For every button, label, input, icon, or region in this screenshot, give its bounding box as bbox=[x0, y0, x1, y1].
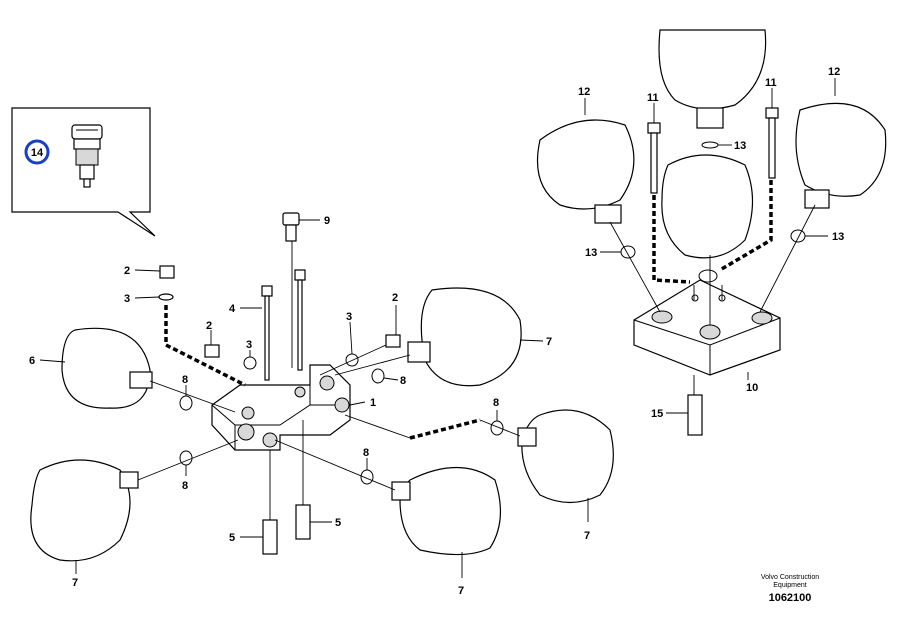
o-ring-part-13-top[interactable] bbox=[701, 141, 719, 149]
pin-part-5-left[interactable] bbox=[262, 450, 278, 555]
long-bolt-part-4[interactable] bbox=[261, 285, 273, 381]
callout-15: 15 bbox=[651, 408, 663, 420]
accumulator-part-7-left[interactable] bbox=[30, 459, 139, 562]
callout-7-c: 7 bbox=[458, 585, 464, 597]
bolt-part-11-right[interactable] bbox=[765, 107, 779, 179]
accumulator-top[interactable] bbox=[658, 29, 767, 129]
callout-2-a: 2 bbox=[124, 265, 130, 277]
o-ring-part-13-right[interactable] bbox=[790, 229, 806, 243]
brand-line-2: Equipment bbox=[773, 582, 807, 589]
plug-part-2-right[interactable] bbox=[385, 334, 401, 348]
callout-3-b: 3 bbox=[246, 339, 252, 351]
dashed-routing-line bbox=[164, 305, 246, 387]
callout-12-a: 12 bbox=[578, 86, 590, 98]
dashed-routing-line-2 bbox=[409, 418, 481, 440]
inset-callout-box: 14 bbox=[11, 107, 156, 237]
accumulator-part-7-bottom[interactable] bbox=[391, 466, 502, 556]
pressure-sensor-part-14[interactable] bbox=[71, 124, 103, 188]
callout-7-a: 7 bbox=[546, 336, 552, 348]
manifold-block-part-10[interactable] bbox=[633, 279, 781, 376]
accumulator-center[interactable] bbox=[661, 154, 754, 259]
callout-1: 1 bbox=[370, 397, 376, 409]
callout-8-d: 8 bbox=[363, 447, 369, 459]
accumulator-part-7-top[interactable] bbox=[407, 287, 522, 387]
callout-7-b: 7 bbox=[72, 577, 78, 589]
callout-13-c: 13 bbox=[832, 231, 844, 243]
o-ring-part-13-left[interactable] bbox=[620, 245, 636, 259]
o-ring-part-8-a[interactable] bbox=[179, 395, 193, 411]
accumulator-part-6[interactable] bbox=[61, 327, 153, 409]
callout-5-a: 5 bbox=[229, 532, 235, 544]
callout-11-a: 11 bbox=[647, 92, 659, 104]
seal-ring-part-3-left[interactable] bbox=[158, 293, 174, 301]
callout-2-b: 2 bbox=[206, 320, 212, 332]
pin-part-5-right[interactable] bbox=[295, 420, 311, 540]
dashed-routing-line-3 bbox=[652, 195, 691, 284]
plug-part-2-top-left[interactable] bbox=[159, 265, 175, 279]
callout-13-b: 13 bbox=[585, 247, 597, 259]
o-ring-part-8-c[interactable] bbox=[371, 368, 385, 384]
highlight-ring bbox=[24, 139, 50, 165]
callout-7-d: 7 bbox=[584, 530, 590, 542]
callout-13-a: 13 bbox=[734, 140, 746, 152]
seal-ring-part-3-mid[interactable] bbox=[243, 356, 257, 370]
callout-6: 6 bbox=[29, 355, 35, 367]
drawing-number: 1062100 bbox=[768, 592, 812, 604]
callout-2-c: 2 bbox=[392, 292, 398, 304]
valve-block-part-1[interactable] bbox=[211, 364, 351, 451]
callout-8-a: 8 bbox=[182, 374, 188, 386]
bolt-part-11-left[interactable] bbox=[647, 122, 661, 194]
callout-3-c: 3 bbox=[346, 311, 352, 323]
brand-line-1: Volvo Construction bbox=[760, 574, 820, 581]
callout-10: 10 bbox=[746, 382, 758, 394]
callout-8-c: 8 bbox=[400, 375, 406, 387]
long-bolt-part-4b[interactable] bbox=[294, 269, 306, 371]
callout-12-b: 12 bbox=[828, 66, 840, 78]
accumulator-part-12-right[interactable] bbox=[795, 102, 887, 209]
callout-3-a: 3 bbox=[124, 293, 130, 305]
callout-8-e: 8 bbox=[493, 397, 499, 409]
plug-part-2-mid[interactable] bbox=[204, 344, 220, 358]
callout-11-b: 11 bbox=[765, 77, 777, 89]
sensor-part-9[interactable] bbox=[282, 212, 300, 242]
brand-label: Volvo Construction Equipment bbox=[740, 574, 840, 590]
accumulator-part-12-left[interactable] bbox=[536, 119, 635, 224]
o-ring-center[interactable] bbox=[698, 269, 718, 283]
callout-14: 14 bbox=[31, 147, 44, 159]
callout-4: 4 bbox=[229, 303, 236, 315]
callout-8-b: 8 bbox=[182, 480, 188, 492]
dashed-routing-line-4 bbox=[719, 180, 773, 272]
accumulator-part-7-right[interactable] bbox=[517, 409, 614, 504]
callout-9: 9 bbox=[324, 215, 330, 227]
pin-part-15[interactable] bbox=[687, 375, 703, 436]
callout-5-b: 5 bbox=[335, 517, 341, 529]
callout-labels: 1 2 3 2 3 2 3 4 5 5 6 7 7 7 7 8 8 8 bbox=[29, 66, 844, 597]
